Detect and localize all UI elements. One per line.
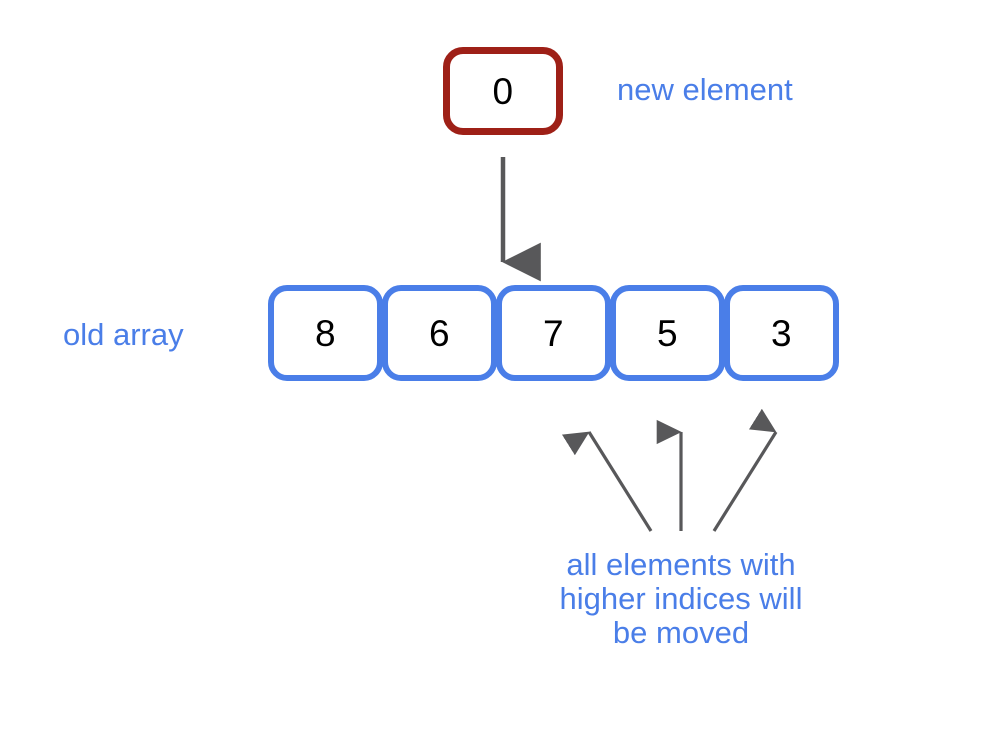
old-array-row: 8 6 7 5 3	[268, 285, 839, 381]
array-cell-4[interactable]: 3	[724, 285, 839, 381]
array-cell-value: 8	[314, 312, 337, 354]
shift-arrow-left	[561, 431, 653, 532]
array-cell-value: 5	[656, 312, 679, 354]
array-cell-1[interactable]: 6	[382, 285, 497, 381]
new-element-label: new element	[617, 72, 793, 107]
array-cell-3[interactable]: 5	[610, 285, 725, 381]
shift-caption-line-1: all elements with	[566, 547, 796, 582]
array-cell-value: 3	[770, 312, 793, 354]
shift-caption-line-3: be moved	[612, 615, 750, 650]
array-cell-0[interactable]: 8	[268, 285, 383, 381]
array-cell-2[interactable]: 7	[496, 285, 611, 381]
shift-caption: all elements with higher indices will be…	[456, 548, 906, 650]
old-array-label: old array	[63, 317, 184, 352]
new-element-value: 0	[492, 70, 514, 112]
array-cell-value: 6	[428, 312, 451, 354]
new-element-box[interactable]: 0	[443, 47, 563, 135]
shift-arrow-right	[712, 408, 778, 532]
shift-caption-line-2: higher indices will	[559, 581, 803, 616]
array-cell-value: 7	[542, 312, 565, 354]
